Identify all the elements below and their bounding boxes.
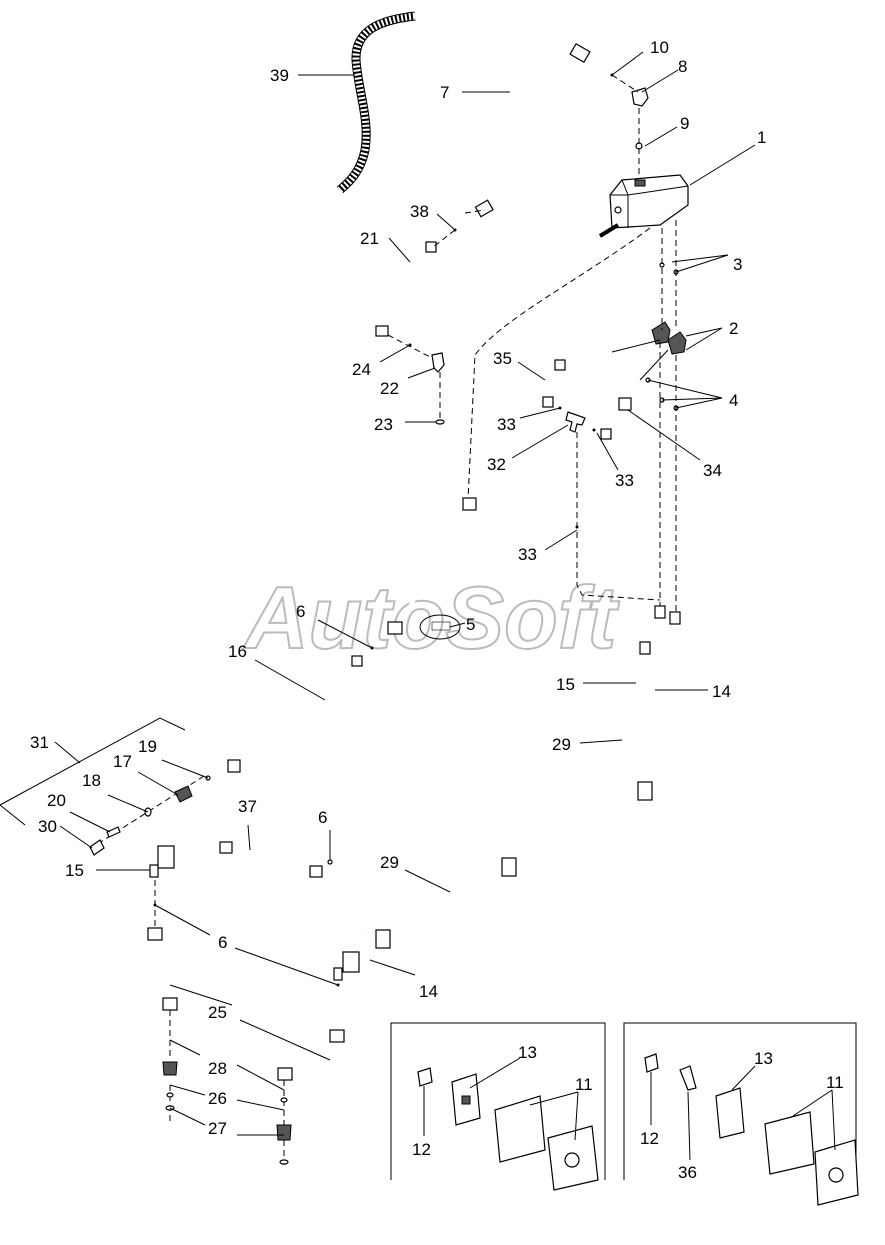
- part-21-tube: [373, 241, 437, 337]
- label-6-a: 6: [296, 602, 305, 621]
- assembly-dashed-lines: [95, 74, 677, 1165]
- label-34: 34: [703, 461, 722, 480]
- inset-box-right: [623, 1022, 859, 1206]
- label-20: 20: [47, 791, 66, 810]
- label-12-a: 12: [412, 1140, 431, 1159]
- part-37-hose: [219, 841, 352, 945]
- part-26-oring-b: [280, 1097, 288, 1103]
- label-29-a: 29: [552, 735, 571, 754]
- label-24: 24: [352, 360, 371, 379]
- label-26: 26: [208, 1089, 227, 1108]
- part-34-tube: [600, 397, 632, 440]
- part-27-oring-b: [279, 1159, 289, 1165]
- part-23-oring: [435, 419, 445, 425]
- part-17-fitting: [174, 785, 193, 803]
- label-13-b: 13: [754, 1049, 773, 1068]
- label-30: 30: [38, 817, 57, 836]
- watermark: AutoSoft: [243, 568, 620, 667]
- label-6-c: 6: [218, 933, 227, 952]
- label-10: 10: [650, 38, 669, 57]
- part-29-tube-bundle: [149, 605, 681, 981]
- label-37: 37: [238, 797, 257, 816]
- label-13-a: 13: [518, 1043, 537, 1062]
- label-7: 7: [440, 83, 449, 102]
- label-22: 22: [380, 379, 399, 398]
- label-19: 19: [138, 737, 157, 756]
- label-3: 3: [733, 255, 742, 274]
- part-31-bracket-lines: [0, 717, 186, 826]
- part-26-oring-a: [166, 1092, 174, 1098]
- label-33-a: 33: [497, 415, 516, 434]
- label-29-b: 29: [380, 853, 399, 872]
- label-33-c: 33: [518, 545, 537, 564]
- leader-lines: [54, 51, 836, 1161]
- label-32: 32: [487, 455, 506, 474]
- label-23: 23: [374, 415, 393, 434]
- label-11-b: 11: [826, 1073, 844, 1092]
- part-22-elbow: [431, 352, 445, 373]
- label-9: 9: [680, 114, 689, 133]
- label-17: 17: [113, 752, 132, 771]
- label-18: 18: [82, 771, 101, 790]
- part-33-seal-b: [592, 428, 596, 432]
- label-14-b: 14: [419, 982, 438, 1001]
- part-30-fitting: [89, 839, 105, 856]
- label-1: 1: [757, 128, 766, 147]
- part-35-tube: [536, 359, 566, 408]
- label-27: 27: [208, 1119, 227, 1138]
- label-39: 39: [270, 66, 289, 85]
- label-8: 8: [678, 57, 687, 76]
- label-35: 35: [493, 349, 512, 368]
- part-5-decal: [419, 614, 461, 640]
- part-7-hose: [474, 42, 591, 218]
- label-31: 31: [30, 733, 49, 752]
- part-1-pump: [598, 174, 689, 238]
- label-33-b: 33: [615, 471, 634, 490]
- part-28-fitting-b: [276, 1124, 292, 1141]
- label-6-b: 6: [318, 808, 327, 827]
- part-20-plug: [106, 826, 121, 838]
- part-16-hose: [227, 497, 477, 773]
- label-28: 28: [208, 1059, 227, 1078]
- label-12-b: 12: [640, 1129, 659, 1148]
- part-25-hose: [143, 927, 345, 1093]
- part-2-fittings: [651, 321, 687, 355]
- label-11-a: 11: [575, 1075, 593, 1094]
- label-25: 25: [208, 1003, 227, 1022]
- label-5: 5: [466, 615, 475, 634]
- label-14-a: 14: [712, 682, 731, 701]
- label-38: 38: [410, 202, 429, 221]
- part-32-tee: [565, 411, 586, 433]
- label-21: 21: [360, 229, 379, 248]
- part-39-spiral-wrap: [336, 11, 416, 194]
- label-15-a: 15: [556, 675, 575, 694]
- label-2: 2: [729, 319, 738, 338]
- part-6-oring-b: [327, 859, 333, 865]
- part-28-fitting-a: [162, 1061, 178, 1076]
- label-15-b: 15: [65, 861, 84, 880]
- inset-box-left: [390, 1022, 606, 1191]
- label-16: 16: [228, 642, 247, 661]
- part-8-elbow: [631, 87, 649, 107]
- label-36: 36: [678, 1163, 697, 1182]
- label-4: 4: [729, 391, 738, 410]
